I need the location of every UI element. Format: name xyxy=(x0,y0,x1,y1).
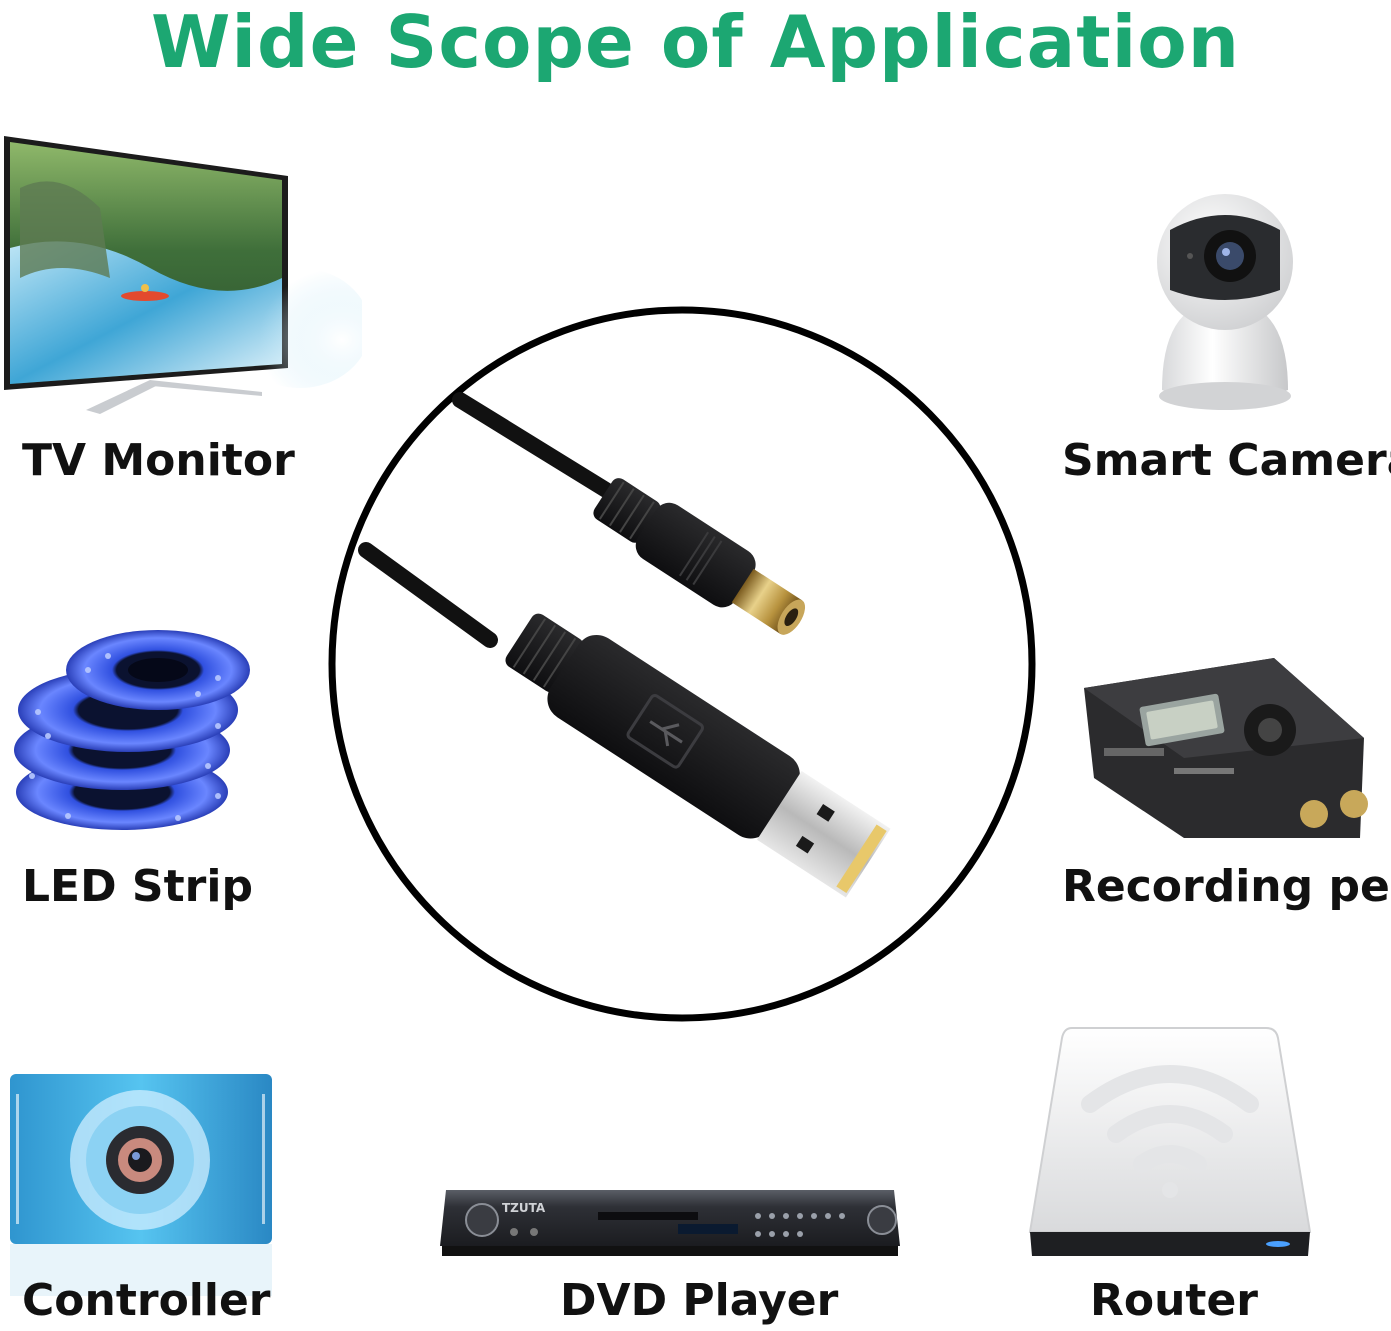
page-title: Wide Scope of Application xyxy=(150,0,1241,84)
router-label: Router xyxy=(1090,1275,1259,1326)
dvd-brand: TZUTA xyxy=(502,1201,546,1215)
smart-camera-label: Smart Camera xyxy=(1062,435,1391,486)
usb-cable-circle xyxy=(324,304,1040,1024)
dvd-player-label: DVD Player xyxy=(560,1275,839,1326)
controller-icon xyxy=(10,1074,272,1296)
tv-monitor-icon xyxy=(0,128,362,420)
recording-pen-label: Recording pen xyxy=(1062,861,1391,912)
smart-camera-icon xyxy=(1140,190,1310,420)
dvd-player-icon: TZUTA xyxy=(438,1184,902,1264)
tv-monitor-label: TV Monitor xyxy=(22,435,295,486)
controller-label: Controller xyxy=(22,1275,271,1326)
recording-pen-icon xyxy=(1074,648,1374,844)
router-icon xyxy=(1028,1024,1312,1264)
led-strip-label: LED Strip xyxy=(22,861,253,912)
led-strip-icon xyxy=(8,626,252,836)
